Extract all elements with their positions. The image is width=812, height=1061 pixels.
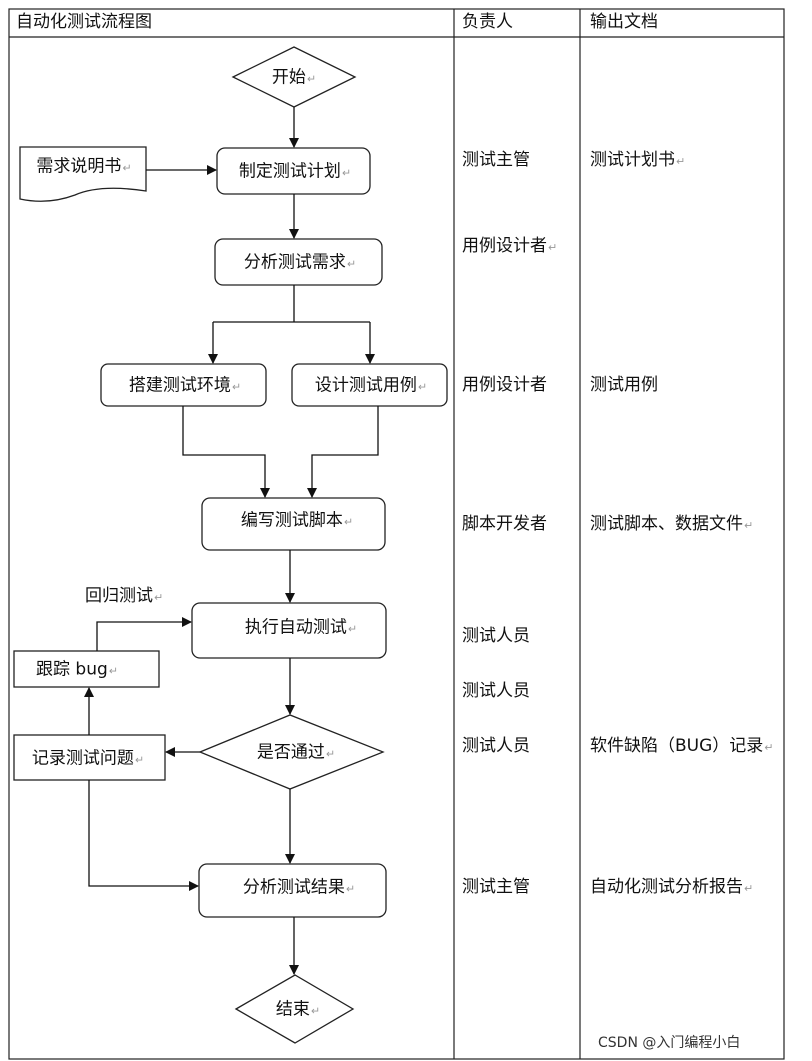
node-write-scripts: 编写测试脚本↵ <box>240 510 354 531</box>
write-scripts-box <box>201 497 386 551</box>
node-analyze-results: 分析测试结果↵ <box>242 877 356 898</box>
node-log-issues: 记录测试问题↵ <box>31 748 145 769</box>
owner-cell: 测试人员 <box>462 626 530 646</box>
end-diamond <box>234 974 355 1044</box>
node-design-cases: 设计测试用例↵ <box>314 375 428 396</box>
header-output: 输出文档 <box>590 12 658 32</box>
output-cell: 测试脚本、数据文件↵ <box>590 514 754 534</box>
arrow-env-to-scripts <box>182 406 270 498</box>
node-passed: 是否通过↵ <box>256 742 336 763</box>
label-regression: 回归测试↵ <box>85 586 164 606</box>
node-start: 开始↵ <box>271 67 317 88</box>
owner-cell: 测试主管 <box>462 150 530 170</box>
header-owner: 负责人 <box>462 12 513 32</box>
output-cell: 测试计划书↵ <box>590 150 686 170</box>
output-cell: 软件缺陷（BUG）记录↵ <box>590 736 774 756</box>
arrow-cases-to-scripts <box>307 406 379 498</box>
design-cases-box <box>291 363 448 407</box>
node-requirements-doc: 需求说明书↵ <box>36 156 132 177</box>
requirements-doc-shape <box>19 146 147 202</box>
arrow-regression-loop <box>96 617 192 651</box>
log-issues-box <box>13 734 166 781</box>
start-diamond <box>231 46 357 108</box>
node-analyze-requirements: 分析测试需求↵ <box>243 252 357 273</box>
passed-diamond <box>198 714 385 790</box>
watermark: CSDN @入门编程小白 <box>598 1035 741 1051</box>
node-make-plan: 制定测试计划↵ <box>238 161 352 182</box>
output-cell: 测试用例 <box>590 375 658 395</box>
owner-cell: 脚本开发者 <box>462 514 547 534</box>
node-setup-env: 搭建测试环境↵ <box>128 375 242 396</box>
output-cell: 自动化测试分析报告↵ <box>590 877 754 897</box>
arrow-log-to-results <box>88 780 199 891</box>
owner-cell: 用例设计者 <box>462 375 547 395</box>
table-frame <box>8 8 785 1060</box>
owner-cell: 测试人员 <box>462 681 530 701</box>
owner-cell: 用例设计者↵ <box>462 236 558 256</box>
owner-cell: 测试主管 <box>462 877 530 897</box>
owner-cell: 测试人员 <box>462 736 530 756</box>
node-end: 结束↵ <box>275 999 321 1020</box>
node-track-bug: 跟踪 bug↵ <box>36 659 118 680</box>
track-bug-box <box>13 650 160 688</box>
node-run-tests: 执行自动测试↵ <box>244 617 358 638</box>
analyze-results-box <box>198 863 387 918</box>
header-flow-title: 自动化测试流程图 <box>16 12 152 32</box>
analyze-requirements-box <box>214 238 383 286</box>
run-tests-box <box>191 602 387 659</box>
